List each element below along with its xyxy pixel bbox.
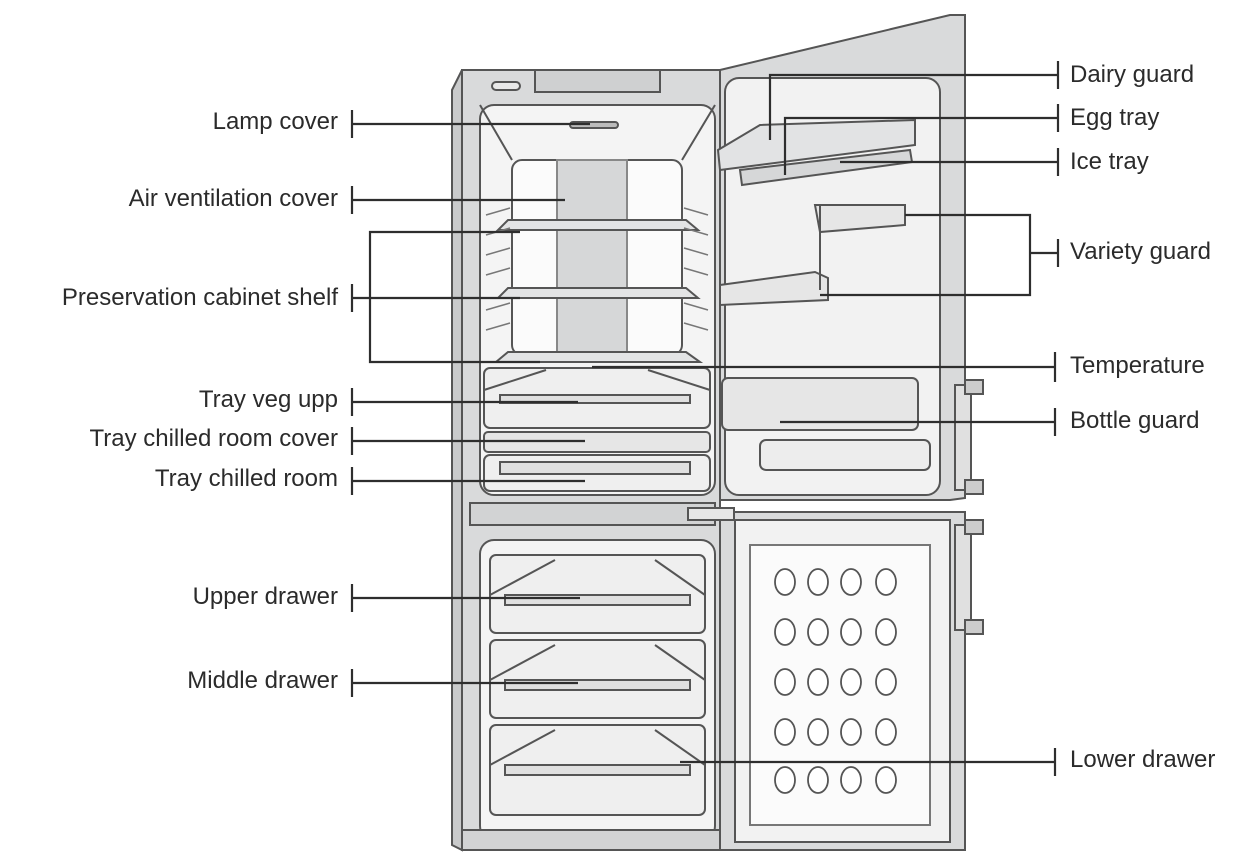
label-lamp-cover: Lamp cover — [212, 108, 338, 135]
fridge-body — [451, 69, 721, 852]
fridge-side-wall — [451, 69, 463, 852]
variety-guard-top — [813, 204, 906, 234]
door-dimple — [774, 568, 796, 596]
lower-door — [687, 507, 984, 851]
shelf-2 — [495, 287, 701, 299]
door-dimple — [875, 618, 897, 646]
door-dimple — [774, 618, 796, 646]
label-preservation-cabinet-shelf: Preservation cabinet shelf — [61, 284, 338, 311]
air-duct — [556, 159, 628, 359]
top-control — [491, 81, 521, 91]
upper-door-handle — [954, 384, 972, 491]
door-dimple — [807, 766, 829, 794]
label-egg-tray: Egg tray — [1070, 104, 1160, 131]
label-bottle-guard: Bottle guard — [1070, 407, 1200, 434]
door-dimple — [840, 718, 862, 746]
label-variety-guard: Variety guard — [1070, 238, 1211, 265]
leader-lines — [350, 61, 1060, 776]
door-dimple — [875, 718, 897, 746]
door-dimple — [840, 618, 862, 646]
dairy-guard-shape — [716, 118, 916, 172]
leader-egg-tray — [783, 116, 1058, 175]
door-dimple — [807, 718, 829, 746]
variety-guard-bottom — [719, 270, 829, 307]
shelf-3 — [493, 351, 704, 363]
lower-door-handle — [954, 524, 972, 631]
label-middle-drawer: Middle drawer — [187, 667, 338, 694]
door-dimple — [840, 568, 862, 596]
door-dimple — [875, 568, 897, 596]
door-dimple — [875, 668, 897, 696]
bottle-guard-shape — [721, 377, 919, 431]
label-tray-chilled-room-cover: Tray chilled room cover — [89, 425, 338, 452]
label-tray-veg-upp: Tray veg upp — [198, 386, 338, 413]
door-dimples — [774, 568, 897, 794]
door-dimple — [807, 568, 829, 596]
label-ice-tray: Ice tray — [1070, 148, 1149, 175]
leader-dairy-guard — [768, 73, 1058, 140]
label-upper-drawer: Upper drawer — [192, 583, 338, 610]
label-lower-drawer: Lower drawer — [1070, 746, 1216, 773]
label-dairy-guard: Dairy guard — [1070, 61, 1195, 88]
shelf-1 — [495, 219, 701, 231]
door-dimple — [774, 766, 796, 794]
compartment-divider — [469, 502, 716, 526]
door-dimple — [875, 766, 897, 794]
upper-door — [716, 14, 984, 501]
door-dimple — [807, 668, 829, 696]
door-dimple — [807, 618, 829, 646]
door-dimple — [774, 718, 796, 746]
door-dimple — [840, 766, 862, 794]
label-tray-chilled-room: Tray chilled room — [154, 465, 338, 492]
door-dimple — [774, 668, 796, 696]
label-temperature: Temperature — [1070, 352, 1205, 379]
freezer-drawers — [489, 554, 706, 816]
fridge-base — [461, 829, 721, 851]
door-dimple — [840, 668, 862, 696]
leader-variety-guard — [820, 213, 1032, 297]
top-hinge — [534, 69, 661, 93]
label-air-ventilation-cover: Air ventilation cover — [128, 185, 338, 212]
